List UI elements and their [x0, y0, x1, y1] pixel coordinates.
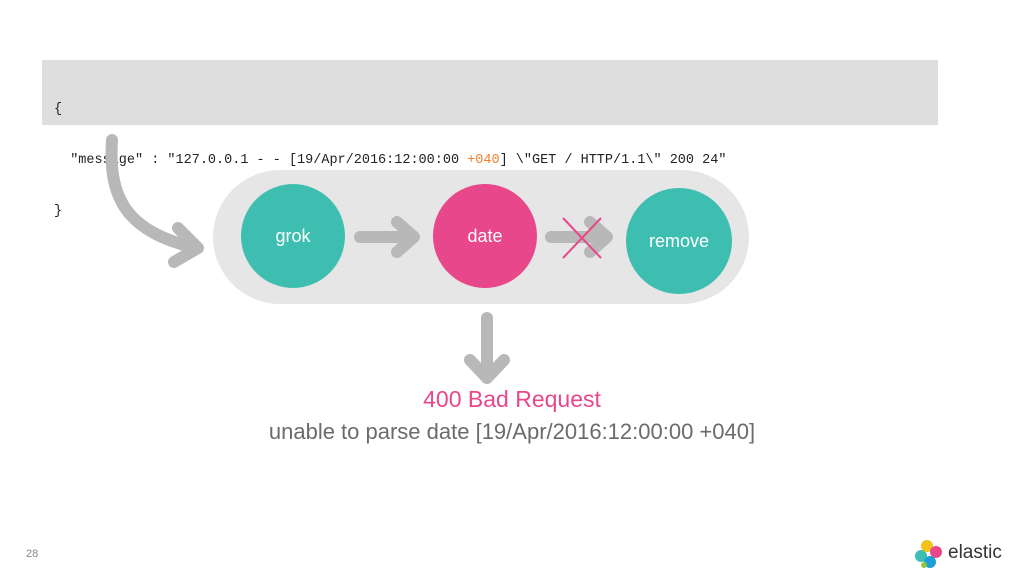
processor-grok-label: grok	[275, 225, 311, 246]
elastic-logo-icon	[915, 540, 942, 568]
code-message-prefix: "message" : "127.0.0.1 - - [19/Apr/2016:…	[54, 153, 468, 168]
code-line-open: {	[54, 102, 63, 117]
processor-date-label: date	[467, 225, 503, 246]
code-message-suffix: ] \"GET / HTTP/1.1\" 200 24"	[499, 153, 727, 168]
arrow-right-blocked-icon	[545, 216, 613, 258]
error-detail: unable to parse date [19/Apr/2016:12:00:…	[268, 419, 756, 444]
arrow-down-icon	[464, 312, 510, 384]
brand-name: elastic	[948, 542, 1002, 563]
page-number: 28	[26, 548, 39, 560]
arrow-right-icon	[354, 216, 420, 258]
error-title: 400 Bad Request	[423, 386, 601, 412]
code-timezone-highlight: +040	[467, 153, 500, 168]
code-line-close: }	[54, 204, 63, 219]
processor-remove: remove	[626, 188, 732, 294]
processor-date: date	[433, 184, 537, 288]
processor-remove-label: remove	[648, 230, 710, 251]
curved-arrow-icon	[105, 134, 204, 268]
cross-icon	[562, 217, 602, 259]
code-line-message: "message" : "127.0.0.1 - - [19/Apr/2016:…	[54, 152, 938, 169]
processor-grok: grok	[241, 184, 345, 288]
json-code-block: { "message" : "127.0.0.1 - - [19/Apr/201…	[42, 60, 938, 219]
